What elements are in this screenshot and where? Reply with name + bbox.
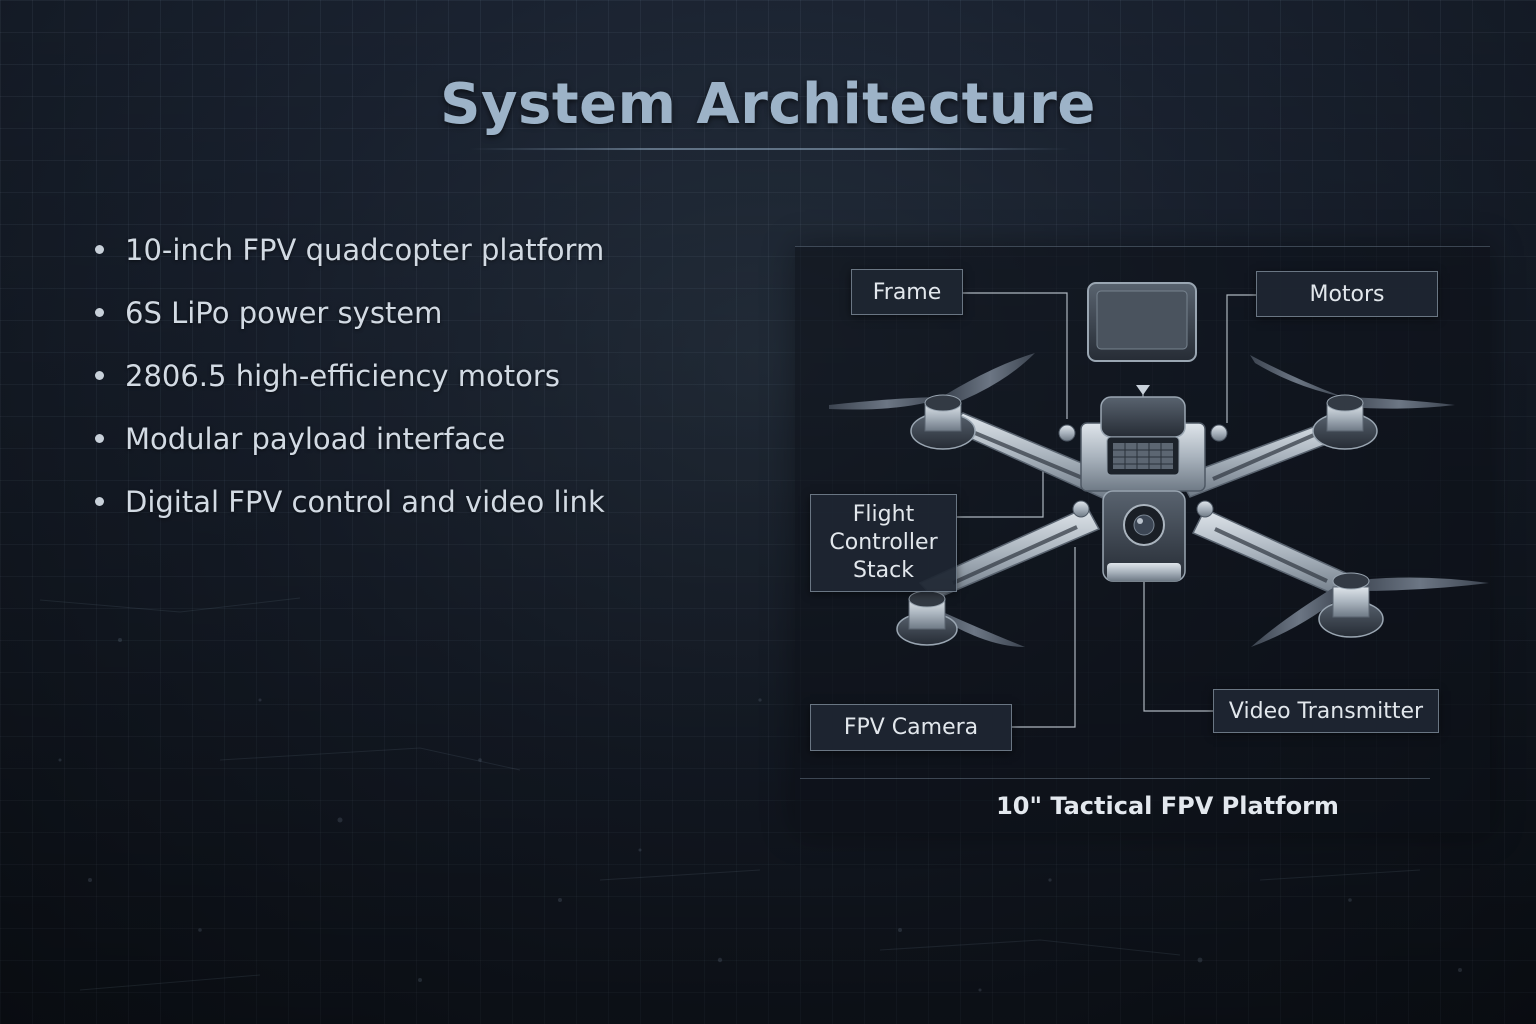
list-item-text: Modular payload interface: [125, 422, 506, 456]
label-video-transmitter: Video Transmitter: [1213, 689, 1439, 733]
motor-rear-left: [896, 590, 1025, 647]
diagram-caption: 10" Tactical FPV Platform: [996, 792, 1339, 820]
label-fpv-camera: FPV Camera: [810, 704, 1012, 751]
drone-diagram: [829, 282, 1489, 728]
list-item-text: 2806.5 high-efficiency motors: [125, 359, 560, 393]
label-flight-controller-stack: Flight Controller Stack: [810, 494, 957, 592]
caption-divider: [800, 778, 1430, 779]
bullet-icon: [95, 245, 104, 254]
bullet-icon: [95, 497, 104, 506]
list-item: 2806.5 high-efficiency motors: [92, 354, 605, 417]
motor-rear-right: [1251, 572, 1489, 647]
list-item-text: 10-inch FPV quadcopter platform: [125, 233, 605, 267]
bullet-icon: [95, 434, 104, 443]
label-motors: Motors: [1256, 271, 1438, 317]
title-underline: [470, 148, 1070, 150]
motor-front-right: [1250, 355, 1455, 450]
list-item: 6S LiPo power system: [92, 291, 605, 354]
bullet-icon: [95, 308, 104, 317]
bullet-icon: [95, 371, 104, 380]
motor-front-left: [829, 353, 1035, 450]
diagram-panel: Frame Motors Flight Controller Stack FPV…: [795, 246, 1490, 832]
drone-body: [1058, 396, 1228, 582]
payload-module: [1087, 282, 1197, 395]
list-item: Modular payload interface: [92, 417, 605, 480]
label-frame: Frame: [851, 269, 963, 315]
list-item: 10-inch FPV quadcopter platform: [92, 228, 605, 291]
list-item-text: Digital FPV control and video link: [125, 485, 605, 519]
list-item: Digital FPV control and video link: [92, 480, 605, 543]
leader-lines: [956, 292, 1256, 728]
feature-list: 10-inch FPV quadcopter platform 6S LiPo …: [92, 228, 605, 543]
list-item-text: 6S LiPo power system: [125, 296, 443, 330]
page-title: System Architecture: [440, 72, 1096, 137]
